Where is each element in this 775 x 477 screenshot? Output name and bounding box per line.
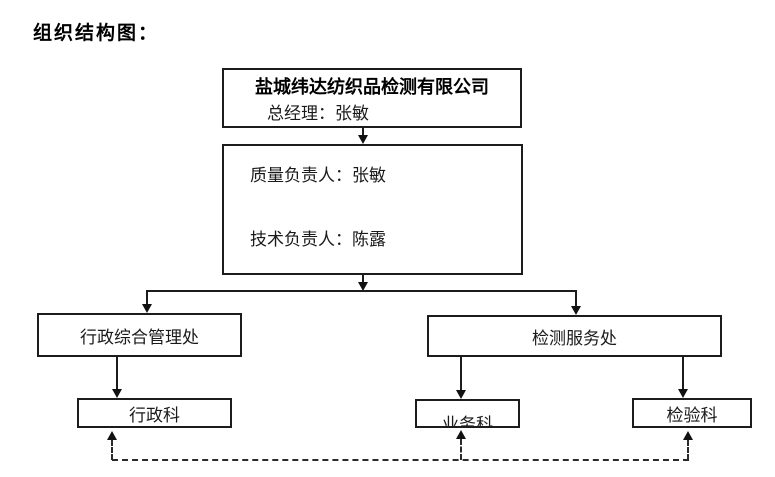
inspection-section-box: 检验科	[632, 398, 752, 428]
dashed-arrowhead-business-section	[456, 430, 466, 439]
dashed-arrowhead-admin-section	[107, 431, 117, 440]
connector-branch-testing-office-line	[575, 290, 577, 306]
page-title: 组织结构图：	[33, 23, 160, 44]
connector-testing-office-business-section-arrowhead	[456, 390, 466, 399]
dashed-line-inspection-section	[687, 440, 689, 460]
testing-office-label: 检测服务处	[532, 328, 617, 348]
company-name: 盐城纬达纺织品检测有限公司	[255, 77, 489, 97]
admin-section-label: 行政科	[129, 405, 180, 425]
connector-testing-office-inspection-section-arrowhead	[678, 389, 688, 398]
connector-admin-office-admin-section-arrowhead	[112, 389, 122, 398]
management-box: 质量负责人：张敏 技术负责人：陈露	[222, 144, 523, 275]
general-manager-label: 总经理：张敏	[267, 104, 369, 123]
dashed-line-admin-section	[111, 440, 113, 460]
connector-company-management-arrowhead	[358, 135, 368, 144]
connector-testing-office-inspection-section-line	[682, 357, 684, 389]
dashed-horizontal-bus-line	[112, 459, 689, 461]
testing-office-box: 检测服务处	[427, 315, 722, 357]
business-section-box: 业务科	[415, 399, 520, 428]
connector-branch-testing-office-arrowhead	[571, 306, 581, 315]
connector-management-branch-arrowhead	[358, 282, 368, 291]
quality-manager-label: 质量负责人：张敏	[250, 166, 386, 185]
dashed-line-business-section	[460, 439, 462, 460]
inspection-section-label: 检验科	[666, 405, 718, 425]
technical-manager-label: 技术负责人：陈露	[250, 230, 386, 249]
connector-branch-admin-office-arrowhead	[142, 304, 152, 313]
admin-office-box: 行政综合管理处	[37, 313, 242, 357]
branch-horizontal-line	[146, 290, 576, 292]
connector-testing-office-business-section-line	[460, 357, 462, 390]
business-section-label: 业务科	[442, 415, 493, 428]
dashed-arrowhead-inspection-section	[683, 431, 693, 440]
connector-company-management-line	[362, 128, 364, 136]
company-box: 盐城纬达纺织品检测有限公司 总经理：张敏	[222, 68, 522, 128]
admin-office-label: 行政综合管理处	[80, 327, 199, 347]
admin-section-box: 行政科	[77, 398, 232, 428]
connector-management-branch-line	[362, 275, 364, 283]
connector-admin-office-admin-section-line	[116, 357, 118, 389]
connector-branch-admin-office-line	[146, 290, 148, 304]
